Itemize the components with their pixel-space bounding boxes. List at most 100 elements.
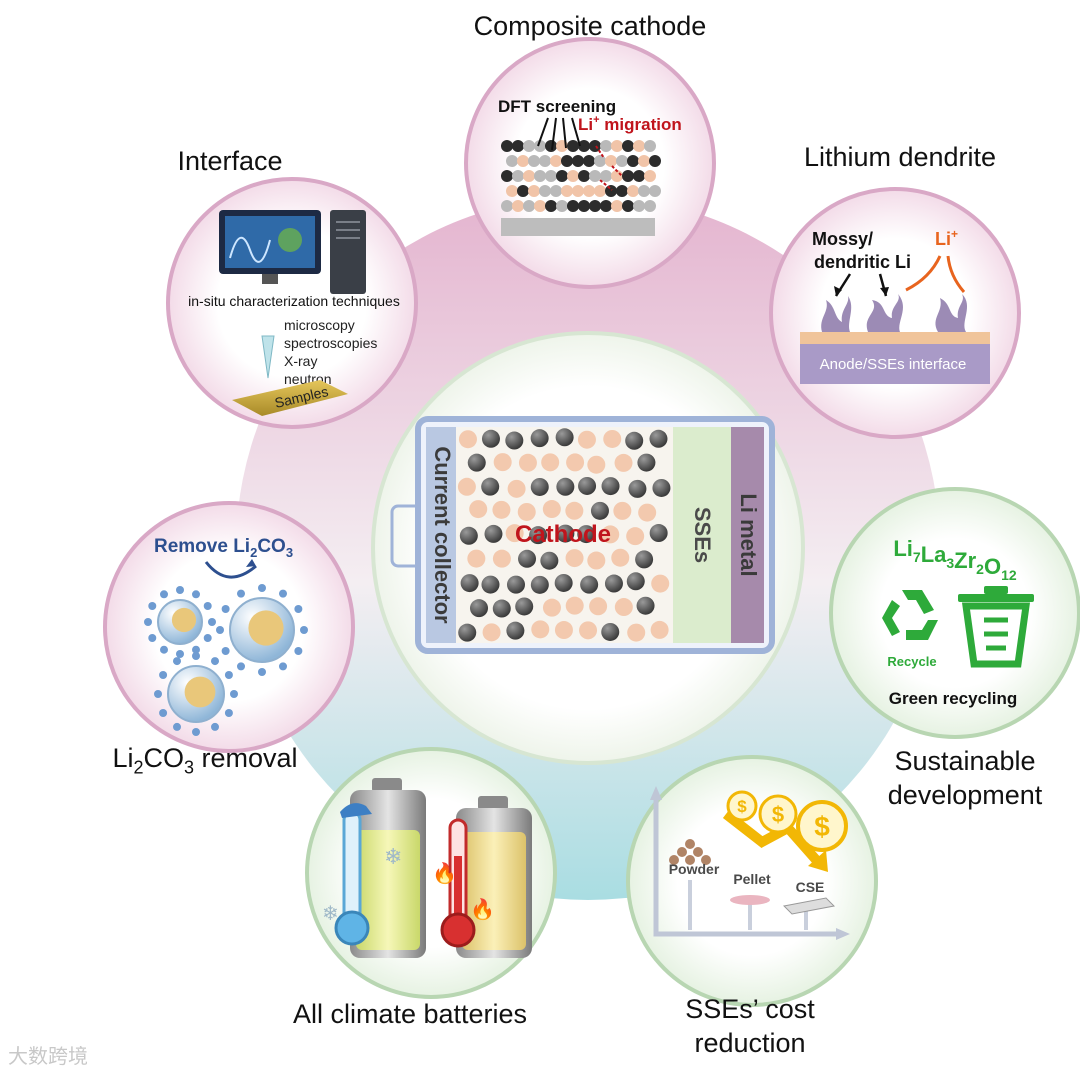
- cathode-particle: [590, 501, 609, 520]
- carbonate-dot: [159, 709, 168, 717]
- powder-grain: [701, 855, 711, 865]
- carbonate-dot: [148, 602, 157, 610]
- current-collector-label: Current collector: [430, 446, 455, 624]
- recycle-label: Recycle: [887, 654, 936, 669]
- lithium-dendrite-title: Lithium dendrite: [803, 142, 997, 172]
- sustainable-panel: Li7La3Zr2O12 Recycle Green recycling: [829, 487, 1080, 739]
- tower-slots: [336, 221, 360, 239]
- composite-particle: [512, 170, 524, 182]
- composite-particle: [556, 200, 568, 212]
- carbonate-dot: [258, 668, 266, 676]
- sses-label: SSEs: [690, 507, 715, 563]
- composite-particle: [550, 155, 562, 167]
- powder-icon: [669, 839, 711, 865]
- cathode-particle: [482, 623, 501, 642]
- cathode-particle: [578, 476, 597, 495]
- interface-title: Interface: [177, 146, 283, 176]
- interface-panel: in-situ characterization techniques micr…: [166, 177, 418, 429]
- composite-particle: [594, 185, 606, 197]
- cathode-particle: [554, 621, 573, 640]
- composite-particle: [622, 170, 634, 182]
- carbonate-dot: [224, 671, 233, 679]
- carbonate-dot: [173, 722, 181, 731]
- svg-text:$: $: [814, 811, 830, 842]
- composite-particle: [572, 185, 584, 197]
- composite-particle: [528, 155, 540, 167]
- cathode-particle: [541, 453, 560, 472]
- cse-sheet-icon: [782, 897, 836, 915]
- cathode-particle: [587, 455, 606, 474]
- composite-particle: [589, 170, 601, 182]
- monitor-stand: [262, 274, 278, 284]
- remove-arrow-head: [246, 559, 256, 567]
- composite-particle: [501, 140, 513, 152]
- cost-title-line1: SSEs’ cost: [685, 994, 815, 1024]
- carbonate-dot: [211, 722, 219, 731]
- carbonate-dot: [279, 589, 287, 598]
- composite-particle: [561, 155, 573, 167]
- composite-particle: [539, 185, 551, 197]
- cold-face-icon: [334, 910, 370, 946]
- anode-interface-bar: [800, 344, 990, 384]
- cathode-particle: [625, 431, 644, 450]
- carbonate-dot: [176, 650, 184, 658]
- composite-particle: [649, 185, 661, 197]
- carbonate-dot: [216, 626, 224, 634]
- dendritic-li-label: dendritic Li: [814, 252, 911, 272]
- cathode-particle: [459, 526, 478, 545]
- cost-arrow-head: [808, 850, 828, 872]
- pointer-lines: [537, 117, 581, 151]
- cathode-particle: [627, 623, 646, 642]
- winter-hat-icon: [340, 803, 372, 818]
- composite-particle: [589, 140, 601, 152]
- cathode-particle: [530, 429, 549, 448]
- carbonate-dot: [224, 709, 233, 717]
- cathode-particle: [601, 622, 620, 641]
- coin-medium-icon: $: [758, 794, 798, 834]
- carbonate-dot: [159, 671, 168, 679]
- cathode-particle: [457, 477, 476, 496]
- li-ion-label: Li+: [935, 227, 958, 249]
- composite-particle: [644, 170, 656, 182]
- carbonate-dot: [300, 626, 308, 634]
- cathode-particle: [611, 548, 630, 567]
- li2co3-removal-panel: Remove Li2CO3: [103, 501, 355, 753]
- dendrite-1: [821, 296, 852, 332]
- screen-lattice: [278, 228, 302, 252]
- cathode-particle: [505, 524, 524, 543]
- cathode-particle: [492, 599, 511, 618]
- cathode-particle: [556, 477, 575, 496]
- cathode-particle: [565, 501, 584, 520]
- composite-particle: [512, 140, 524, 152]
- cathode-particle: [652, 478, 671, 497]
- composite-particle: [600, 200, 612, 212]
- composite-particle: [616, 155, 628, 167]
- anode-interface-label: Anode/SSEs interface: [820, 356, 967, 373]
- powder-grain: [669, 855, 679, 865]
- composite-particle: [594, 155, 606, 167]
- li-metal-label: Li metal: [736, 493, 761, 576]
- carbonate-dot: [237, 589, 245, 598]
- cost-title-line2: reduction: [694, 1027, 806, 1058]
- cathode-particle: [507, 479, 526, 498]
- particle-core: [248, 610, 284, 646]
- cathode-particle: [492, 549, 511, 568]
- sse-layer: [673, 427, 731, 643]
- composite-particle: [627, 155, 639, 167]
- method-microscopy: microscopy: [284, 317, 355, 333]
- sustainable-title-line2: development: [887, 779, 1043, 810]
- cathode-particle: [484, 524, 503, 543]
- method-x-ray: X-ray: [284, 353, 317, 369]
- carbonate-dot: [279, 662, 287, 671]
- carbonate-dot: [221, 647, 230, 655]
- snowflake-icon: ❄: [384, 844, 402, 869]
- cathode-particle: [637, 453, 656, 472]
- composite-particle: [611, 140, 623, 152]
- cathode-particle: [555, 428, 574, 447]
- cathode-particle: [458, 623, 477, 642]
- cathode-particle: [506, 575, 525, 594]
- cathode-particles: [457, 428, 671, 642]
- trash-bin-icon: [958, 586, 1034, 668]
